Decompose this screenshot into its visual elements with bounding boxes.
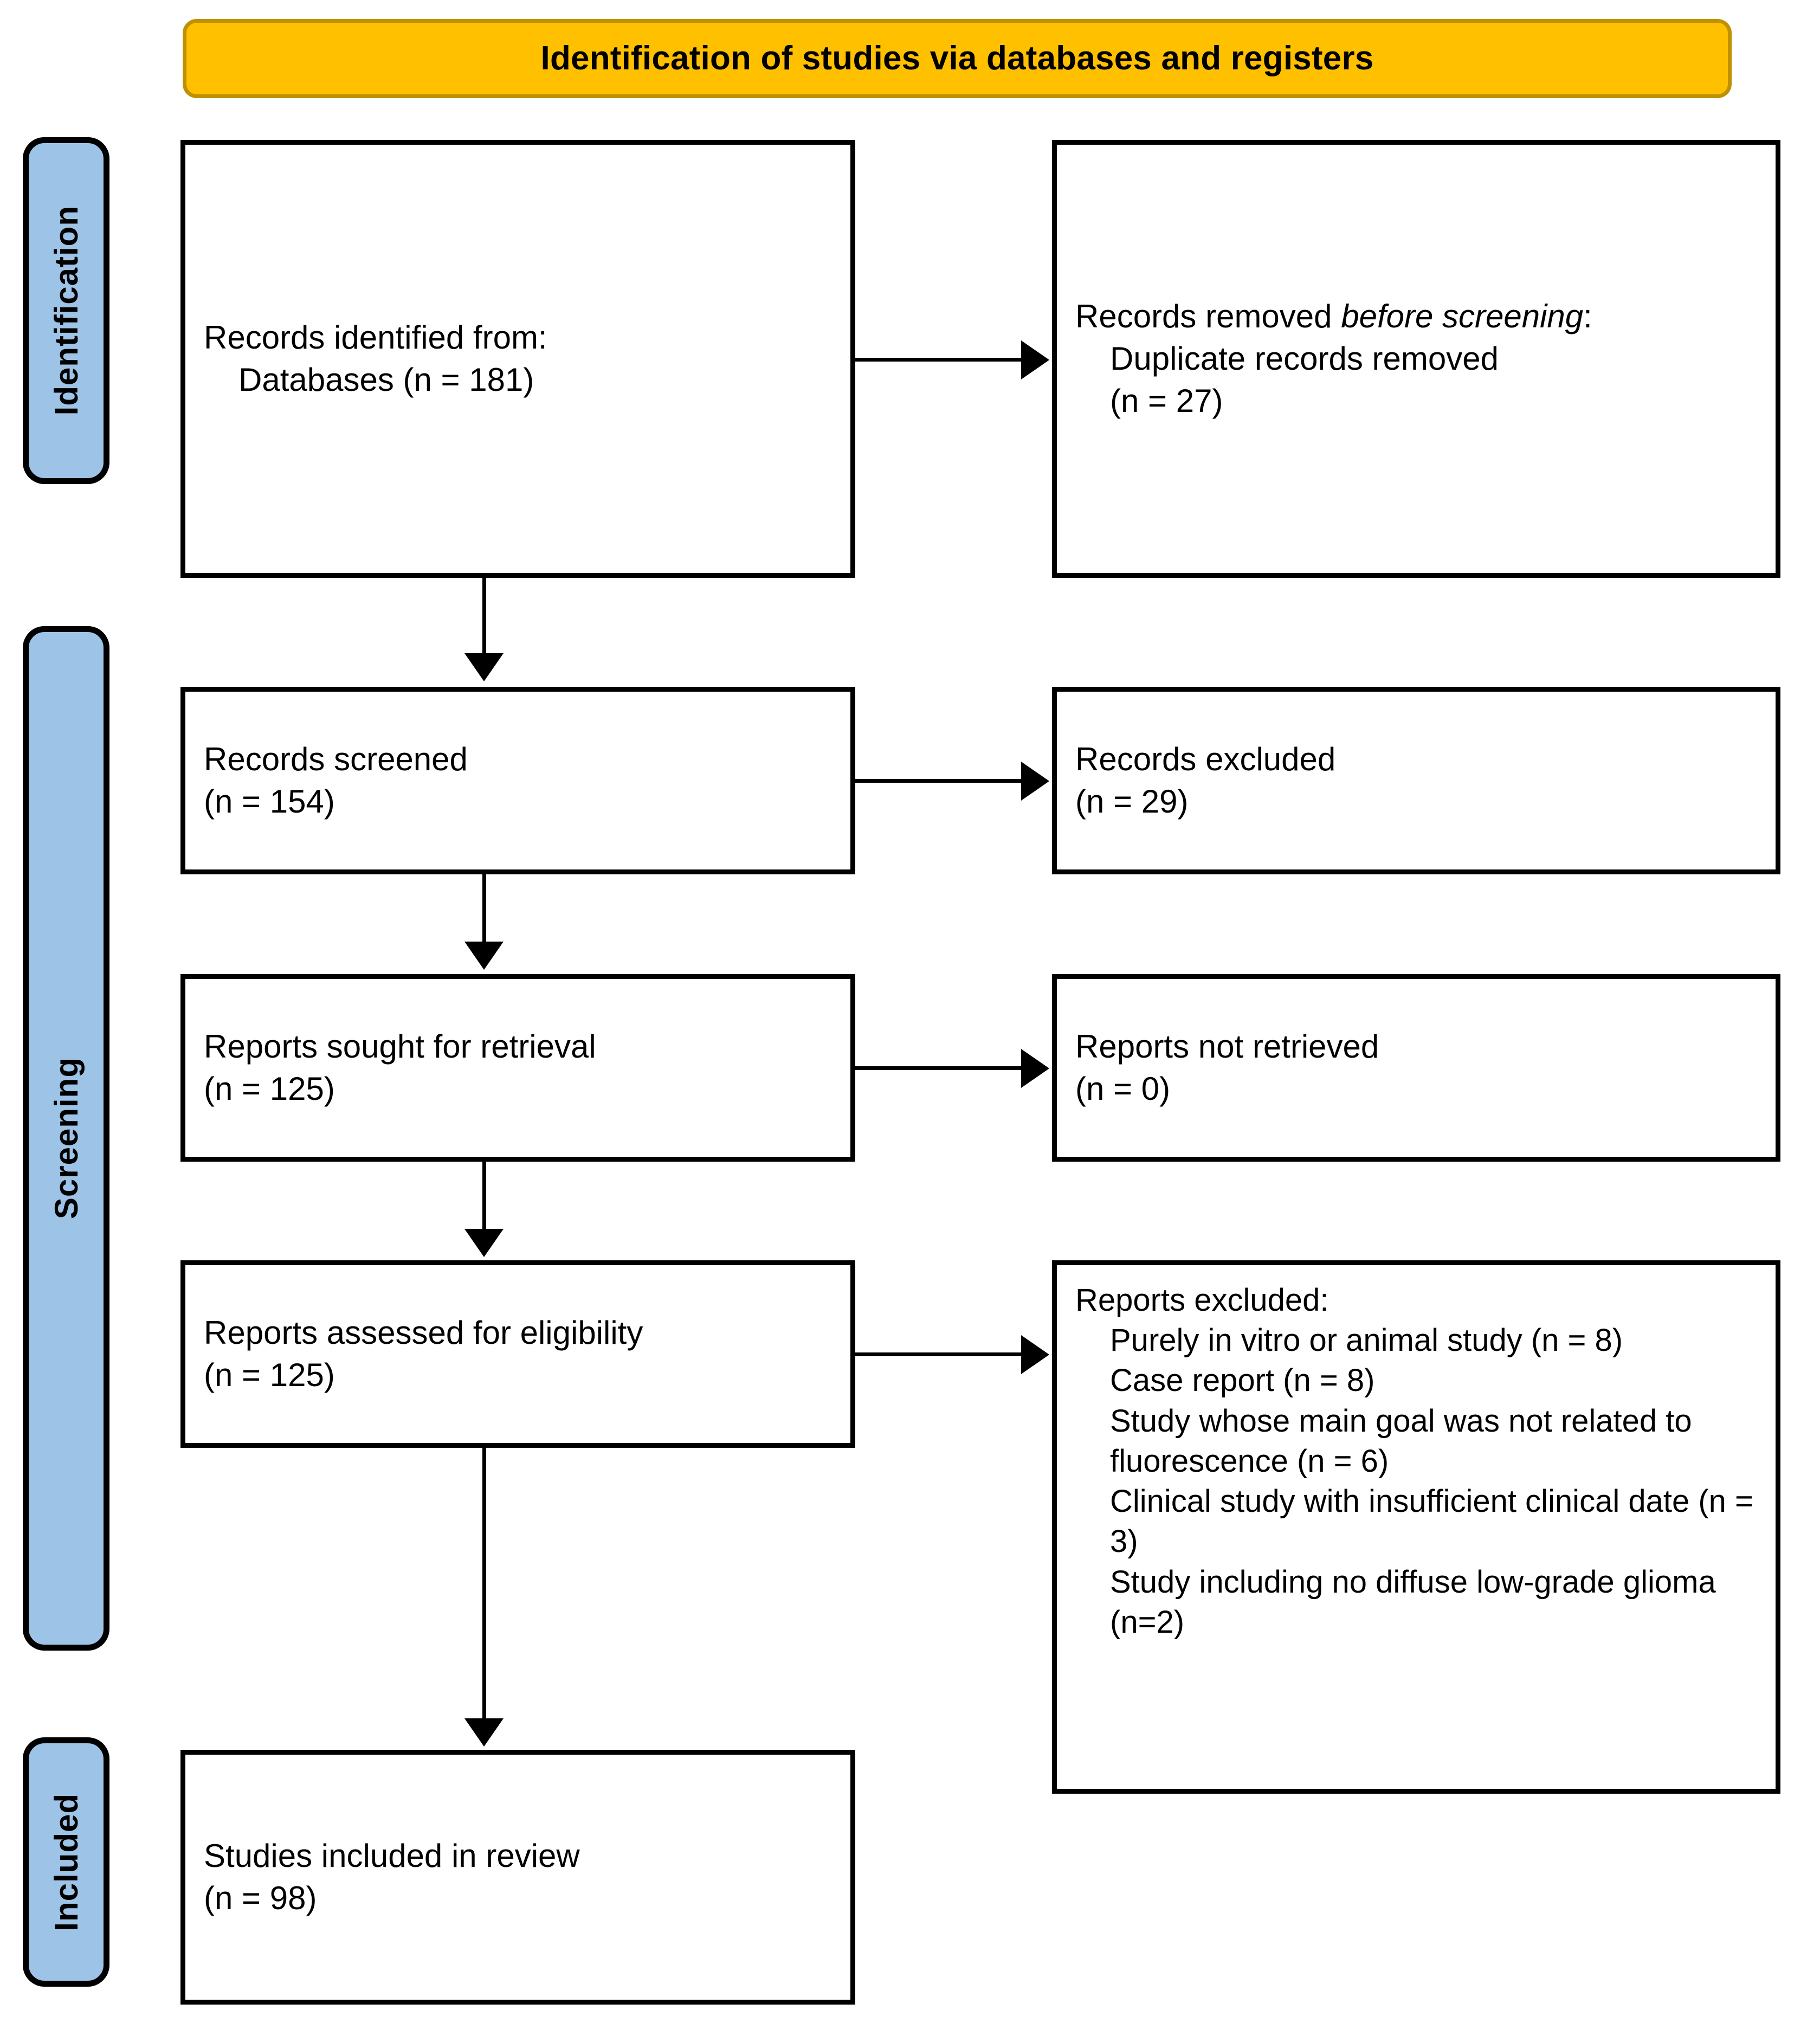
line-records-removed-title: Records removed before screening: <box>1075 295 1759 338</box>
line-records-excluded-title: Records excluded <box>1075 741 1336 777</box>
box-records-identified: Records identified from: Databases (n = … <box>180 140 855 578</box>
removed-lead-italic: before screening <box>1341 298 1584 334</box>
connector-assessed-to-included-stem <box>482 1448 486 1722</box>
box-studies-included-in-review: Studies included in review (n = 98) <box>180 1750 855 2005</box>
line-records-excluded-count: (n = 29) <box>1075 783 1189 820</box>
line-reports-not-retrieved-count: (n = 0) <box>1075 1071 1171 1107</box>
line-reason-no-diffuse-low-grade-glioma: Study including no diffuse low-grade gli… <box>1110 1564 1725 1640</box>
line-records-identified-title: Records identified from: <box>204 319 547 356</box>
line-reason-insufficient-clinical-date: Clinical study with insufficient clinica… <box>1110 1484 1763 1560</box>
box-records-identified-text: Records identified from: Databases (n = … <box>185 317 850 401</box>
line-reports-not-retrieved-title: Reports not retrieved <box>1075 1028 1379 1065</box>
connector-screened-to-excluded-arrowhead <box>1021 762 1049 801</box>
connector-assessed-to-reports-excluded-stem <box>855 1352 1023 1356</box>
line-studies-included-title: Studies included in review <box>204 1838 580 1874</box>
box-records-screened-text: Records screened (n = 154) <box>185 738 850 823</box>
connector-sought-to-assessed-arrowhead <box>464 1229 504 1257</box>
stage-rail-identification: Identification <box>23 137 109 484</box>
line-reports-sought-count: (n = 125) <box>204 1071 335 1107</box>
stage-rail-included: Included <box>23 1737 109 1987</box>
box-studies-included-text: Studies included in review (n = 98) <box>185 1835 850 1919</box>
stage-rail-screening: Screening <box>23 626 109 1651</box>
line-reports-assessed-count: (n = 125) <box>204 1357 335 1393</box>
connector-sought-to-assessed-stem <box>482 1162 486 1232</box>
connector-sought-to-not-retrieved-arrowhead <box>1021 1049 1049 1088</box>
connector-sought-to-not-retrieved-stem <box>855 1066 1023 1070</box>
line-reason-in-vitro-animal: Purely in vitro or animal study (n = 8) <box>1110 1323 1623 1358</box>
connector-screened-to-excluded-stem <box>855 779 1023 783</box>
connector-identified-to-screened-arrowhead <box>464 653 504 681</box>
box-reports-excluded: Reports excluded: Purely in vitro or ani… <box>1052 1260 1780 1794</box>
connector-screened-to-sought-arrowhead <box>464 942 504 970</box>
line-records-screened-title: Records screened <box>204 741 468 777</box>
box-reports-assessed-for-eligibility: Reports assessed for eligibility (n = 12… <box>180 1260 855 1448</box>
connector-assessed-to-reports-excluded-arrowhead <box>1021 1335 1049 1374</box>
diagram-banner: Identification of studies via databases … <box>183 19 1732 98</box>
box-reports-sought-text: Reports sought for retrieval (n = 125) <box>185 1026 850 1110</box>
connector-identified-to-removed-arrowhead <box>1021 340 1049 379</box>
box-reports-sought-for-retrieval: Reports sought for retrieval (n = 125) <box>180 974 855 1162</box>
removed-lead-tail: : <box>1583 298 1592 334</box>
box-records-excluded-text: Records excluded (n = 29) <box>1057 738 1776 823</box>
box-reports-not-retrieved: Reports not retrieved (n = 0) <box>1052 974 1780 1162</box>
line-records-identified-databases: Databases (n = 181) <box>238 362 534 398</box>
stage-label-included: Included <box>48 1793 85 1931</box>
stage-label-identification: Identification <box>48 205 85 416</box>
box-reports-assessed-text: Reports assessed for eligibility (n = 12… <box>185 1312 850 1396</box>
line-duplicate-records-removed: Duplicate records removed <box>1110 340 1499 377</box>
banner-title: Identification of studies via databases … <box>540 39 1374 77</box>
line-reason-not-fluorescence: Study whose main goal was not related to… <box>1110 1403 1701 1479</box>
connector-assessed-to-included-arrowhead <box>464 1718 504 1747</box>
stage-label-screening: Screening <box>48 1057 85 1220</box>
line-reason-case-report: Case report (n = 8) <box>1110 1363 1375 1399</box>
line-reports-assessed-title: Reports assessed for eligibility <box>204 1315 643 1351</box>
removed-lead: Records removed <box>1075 298 1341 334</box>
box-reports-not-retrieved-text: Reports not retrieved (n = 0) <box>1057 1026 1776 1110</box>
line-duplicate-records-count: (n = 27) <box>1110 383 1223 419</box>
line-reports-sought-title: Reports sought for retrieval <box>204 1028 596 1065</box>
box-records-excluded: Records excluded (n = 29) <box>1052 687 1780 874</box>
box-records-removed-text: Records removed before screening: Duplic… <box>1057 295 1776 422</box>
box-records-removed-before-screening: Records removed before screening: Duplic… <box>1052 140 1780 578</box>
box-records-screened: Records screened (n = 154) <box>180 687 855 874</box>
connector-identified-to-screened-stem <box>482 578 486 656</box>
box-reports-excluded-text: Reports excluded: Purely in vitro or ani… <box>1057 1265 1776 1642</box>
connector-identified-to-removed-stem <box>855 358 1023 362</box>
line-reports-excluded-heading: Reports excluded: <box>1075 1283 1329 1318</box>
connector-screened-to-sought-stem <box>482 874 486 945</box>
line-records-screened-count: (n = 154) <box>204 783 335 820</box>
line-studies-included-count: (n = 98) <box>204 1880 317 1916</box>
